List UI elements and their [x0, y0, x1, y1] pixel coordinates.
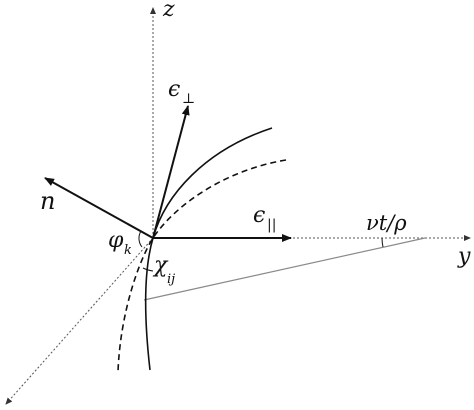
label-epsilon-perp-sub: ⊥	[182, 91, 195, 107]
label-phi: φ	[108, 228, 124, 253]
label-chi-sub: ij	[167, 272, 175, 287]
vt-rho-angle-arc	[381, 237, 384, 248]
label-epsilon-perp: ϵ	[168, 77, 180, 102]
solid-curve	[144, 127, 273, 371]
label-phi-sub: k	[124, 243, 132, 258]
label-vt-rho: νt/ρ	[366, 211, 407, 235]
label-y: y	[457, 244, 471, 269]
n-vector	[44, 177, 154, 239]
label-chi: χ	[152, 253, 169, 278]
label-z: z	[162, 0, 175, 22]
chi-angle-arc	[142, 267, 154, 272]
epsilon-perp-vector	[152, 105, 190, 239]
chord-line	[143, 237, 426, 301]
label-epsilon-parallel-sub: ||	[267, 217, 276, 233]
dashed-curve	[117, 159, 287, 373]
label-epsilon-parallel: ϵ	[253, 203, 265, 228]
phi-angle-arc	[138, 230, 143, 248]
label-n: n	[40, 187, 55, 215]
x-axis	[5, 237, 154, 405]
